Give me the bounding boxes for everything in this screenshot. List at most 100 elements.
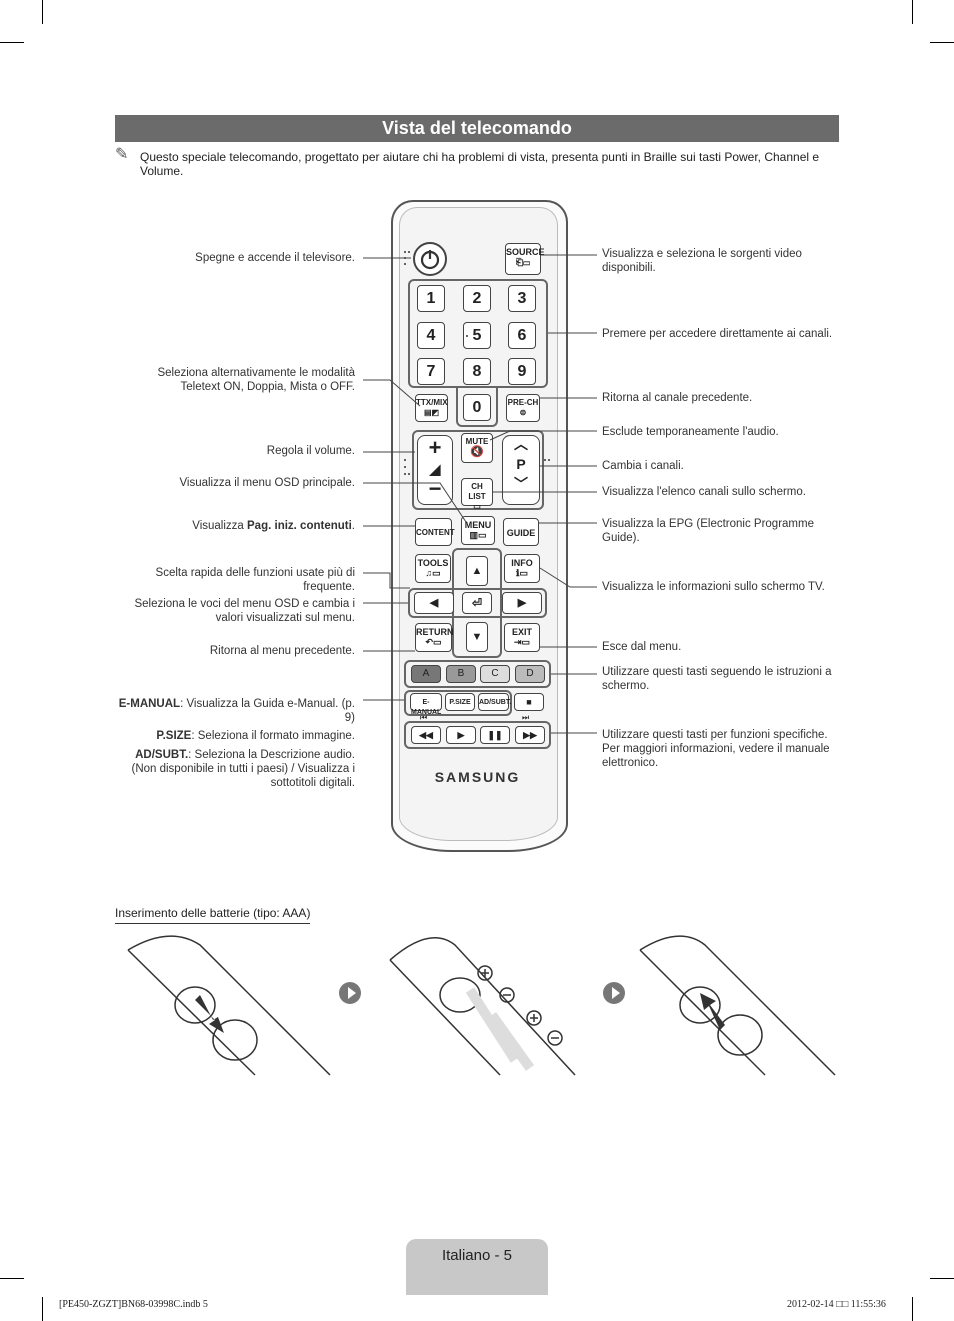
page-number: Italiano - 5: [441, 1247, 513, 1264]
ch-list-button[interactable]: CH LIST▭: [461, 478, 493, 511]
volume-rocker[interactable]: + ◢ −: [417, 435, 453, 505]
menu-button[interactable]: MENU▥▭: [461, 516, 495, 545]
digit-1-button[interactable]: 1: [417, 285, 445, 312]
pre-ch-button[interactable]: PRE-CH⊜: [506, 394, 540, 422]
digit-3-button[interactable]: 3: [508, 285, 536, 312]
digit-4-button[interactable]: 4: [417, 322, 445, 349]
source-button[interactable]: SOURCE⎗▭: [505, 243, 545, 275]
color-a-button[interactable]: A: [411, 665, 441, 683]
mute-label: MUTE: [465, 437, 489, 446]
color-c-button[interactable]: C: [480, 665, 510, 683]
label-mute: Esclude temporaneamente l'audio.: [602, 426, 779, 438]
ad-subt-button[interactable]: AD/SUBT.: [478, 693, 511, 711]
color-d-button[interactable]: D: [515, 665, 545, 683]
rewind-icon: ◀◀: [419, 730, 433, 740]
label-chlist: Visualizza l'elenco canali sullo schermo…: [602, 486, 806, 498]
crop-mark: [912, 1297, 913, 1321]
pre-ch-label: PRE-CH: [507, 398, 539, 407]
label-emanual-text: : Visualizza la Guida e-Manual. (p. 9): [180, 698, 355, 724]
digit-9-button[interactable]: 9: [508, 358, 536, 385]
crop-mark: [0, 42, 24, 43]
tools-button[interactable]: TOOLS♫▭: [415, 554, 451, 583]
exit-button[interactable]: EXIT⇥▭: [504, 623, 540, 652]
left-arrow-button[interactable]: ◀: [414, 592, 454, 614]
fast-forward-icon: ▶▶: [523, 730, 537, 740]
digit-7-button[interactable]: 7: [417, 358, 445, 385]
footer-date: 2012-02-14 □□ 11:55:36: [787, 1299, 886, 1310]
volume-up-icon: +: [428, 435, 442, 460]
ch-list-icon: ▭: [473, 502, 481, 511]
channel-p-label: P: [516, 456, 526, 472]
crop-mark: [930, 1278, 954, 1279]
tools-label: TOOLS: [417, 558, 449, 568]
up-arrow-icon: ▲: [471, 565, 483, 577]
power-button[interactable]: [413, 242, 447, 276]
content-label: CONTENT: [416, 528, 455, 537]
return-button[interactable]: RETURN↶▭: [415, 623, 454, 652]
p-size-button[interactable]: P.SIZE: [445, 693, 475, 711]
digit-0-button[interactable]: 0: [463, 394, 491, 421]
media-keys-group: [404, 721, 551, 749]
exit-icon: ⇥▭: [513, 637, 531, 647]
guide-label: GUIDE: [506, 528, 536, 538]
brand-logo: SAMSUNG: [434, 769, 521, 785]
channel-rocker[interactable]: ︿ P ﹀: [502, 435, 540, 505]
digit-2-button[interactable]: 2: [463, 285, 491, 312]
label-menu: Visualizza il menu OSD principale.: [179, 477, 355, 489]
label-info: Visualizza le informazioni sullo schermo…: [602, 581, 825, 593]
label-adsubt: AD/SUBT.: Seleziona la Descrizione audio…: [115, 748, 355, 790]
label-numbers: Premere per accedere direttamente ai can…: [602, 328, 833, 340]
enter-icon: ⏎: [471, 596, 483, 610]
crop-mark: [0, 1278, 24, 1279]
label-colors: Utilizzare questi tasti seguendo le istr…: [602, 666, 832, 692]
digit-5-button[interactable]: 5: [463, 322, 491, 349]
stop-button[interactable]: ■: [514, 693, 544, 711]
label-volume: Regola il volume.: [266, 445, 355, 457]
label-return: Ritorna al menu precedente.: [209, 645, 355, 657]
label-source: Visualizza e seleziona le sorgenti video…: [602, 248, 802, 274]
rewind-button[interactable]: ◀◀: [411, 726, 441, 744]
pencil-note-icon: ✎: [115, 146, 129, 163]
page-title: Vista del telecomando: [115, 115, 839, 142]
mute-icon: 🔇: [470, 446, 484, 458]
right-arrow-button[interactable]: ▶: [502, 592, 542, 614]
menu-label: MENU: [464, 520, 492, 530]
label-adsubt-bold: AD/SUBT.: [135, 749, 189, 761]
label-media: Utilizzare questi tasti per funzioni spe…: [602, 729, 830, 769]
up-arrow-button[interactable]: ▲: [466, 556, 488, 586]
e-manual-button[interactable]: E-MANUAL: [410, 693, 442, 716]
label-content-bold: Pag. iniz. contenuti: [247, 520, 352, 532]
page-number-tab: Italiano - 5: [406, 1239, 548, 1295]
crop-mark: [42, 0, 43, 24]
digit-0-group: [456, 387, 498, 427]
crop-mark: [930, 42, 954, 43]
guide-button[interactable]: GUIDE: [503, 518, 539, 546]
down-arrow-icon: ▼: [471, 631, 483, 643]
content-button[interactable]: CONTENT: [415, 518, 455, 546]
down-arrow-button[interactable]: ▼: [466, 622, 488, 652]
digit-6-button[interactable]: 6: [508, 322, 536, 349]
skip-back-icon: ⏮: [420, 713, 428, 722]
color-b-button[interactable]: B: [446, 665, 476, 683]
play-button[interactable]: ▶: [446, 726, 476, 744]
label-prech: Ritorna al canale precedente.: [602, 392, 753, 404]
label-channel: Cambia i canali.: [602, 460, 684, 472]
label-teletext: Seleziona alternativamente le modalità T…: [157, 367, 355, 393]
menu-icon: ▥▭: [469, 530, 487, 540]
enter-button[interactable]: ⏎: [462, 592, 492, 614]
battery-section-title: Inserimento delle batterie (tipo: AAA): [115, 906, 311, 924]
label-exit: Esce dal menu.: [602, 641, 682, 653]
digit-8-button[interactable]: 8: [463, 358, 491, 385]
next-step-arrow-icon: [339, 982, 361, 1004]
fast-forward-button[interactable]: ▶▶: [515, 726, 545, 744]
color-keys-group: [404, 660, 551, 688]
ttx-mix-button[interactable]: TTX/MIX▤◩: [415, 394, 448, 422]
mute-button[interactable]: MUTE🔇: [461, 433, 493, 463]
left-arrow-icon: ◀: [429, 597, 439, 609]
return-label: RETURN: [416, 627, 454, 637]
pause-button[interactable]: ❚❚: [480, 726, 510, 744]
ttx-mix-label: TTX/MIX: [416, 398, 448, 407]
label-content-suffix: .: [351, 520, 355, 532]
info-icon: ℹ▭: [516, 568, 528, 578]
